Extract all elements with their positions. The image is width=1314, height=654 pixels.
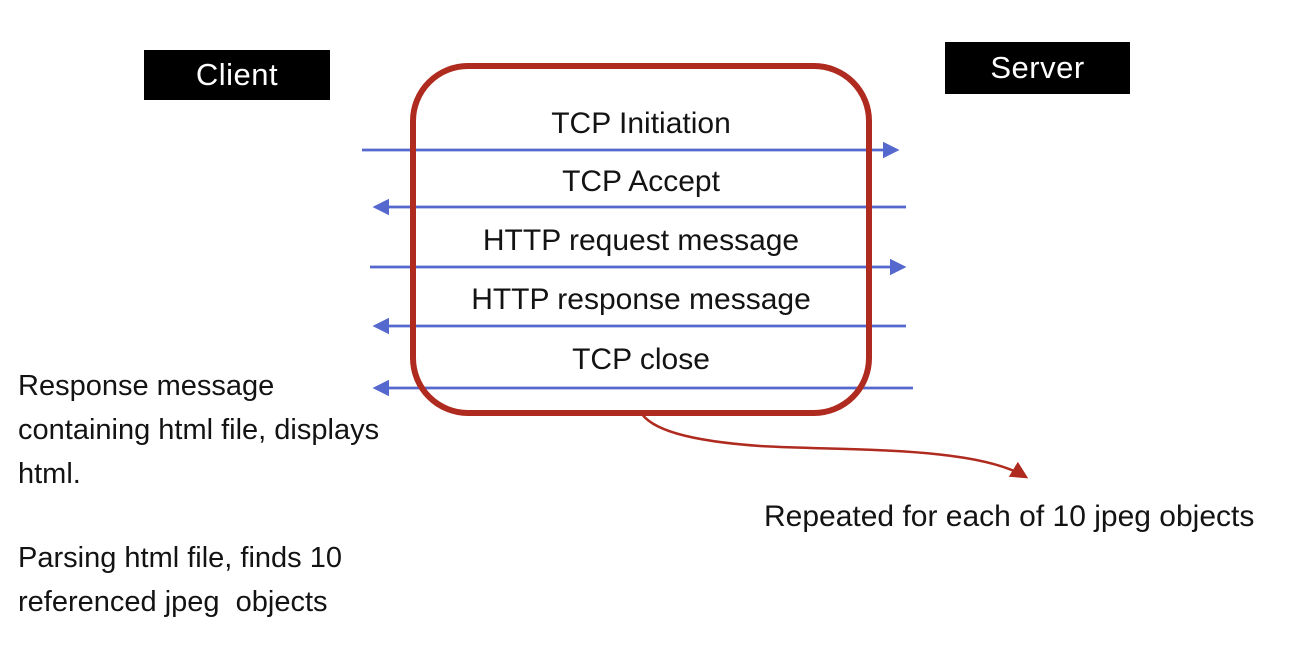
message-label-http-response: HTTP response message xyxy=(471,283,811,316)
client-box: Client xyxy=(144,50,330,100)
message-label-tcp-accept: TCP Accept xyxy=(562,165,720,198)
client-label: Client xyxy=(195,57,279,92)
message-label-tcp-close: TCP close xyxy=(572,343,710,376)
repeat-note: Repeated for each of 10 jpeg objects xyxy=(764,500,1255,533)
repeat-curve-arrow xyxy=(638,410,1029,479)
server-label: Server xyxy=(990,50,1085,85)
message-label-http-request: HTTP request message xyxy=(482,224,800,257)
parsing-note: Parsing html file, finds 10 referenced j… xyxy=(18,542,342,618)
server-box: Server xyxy=(945,42,1130,94)
response-note: Response message containing html file, d… xyxy=(18,370,380,490)
message-label-tcp-initiation: TCP Initiation xyxy=(551,107,731,140)
